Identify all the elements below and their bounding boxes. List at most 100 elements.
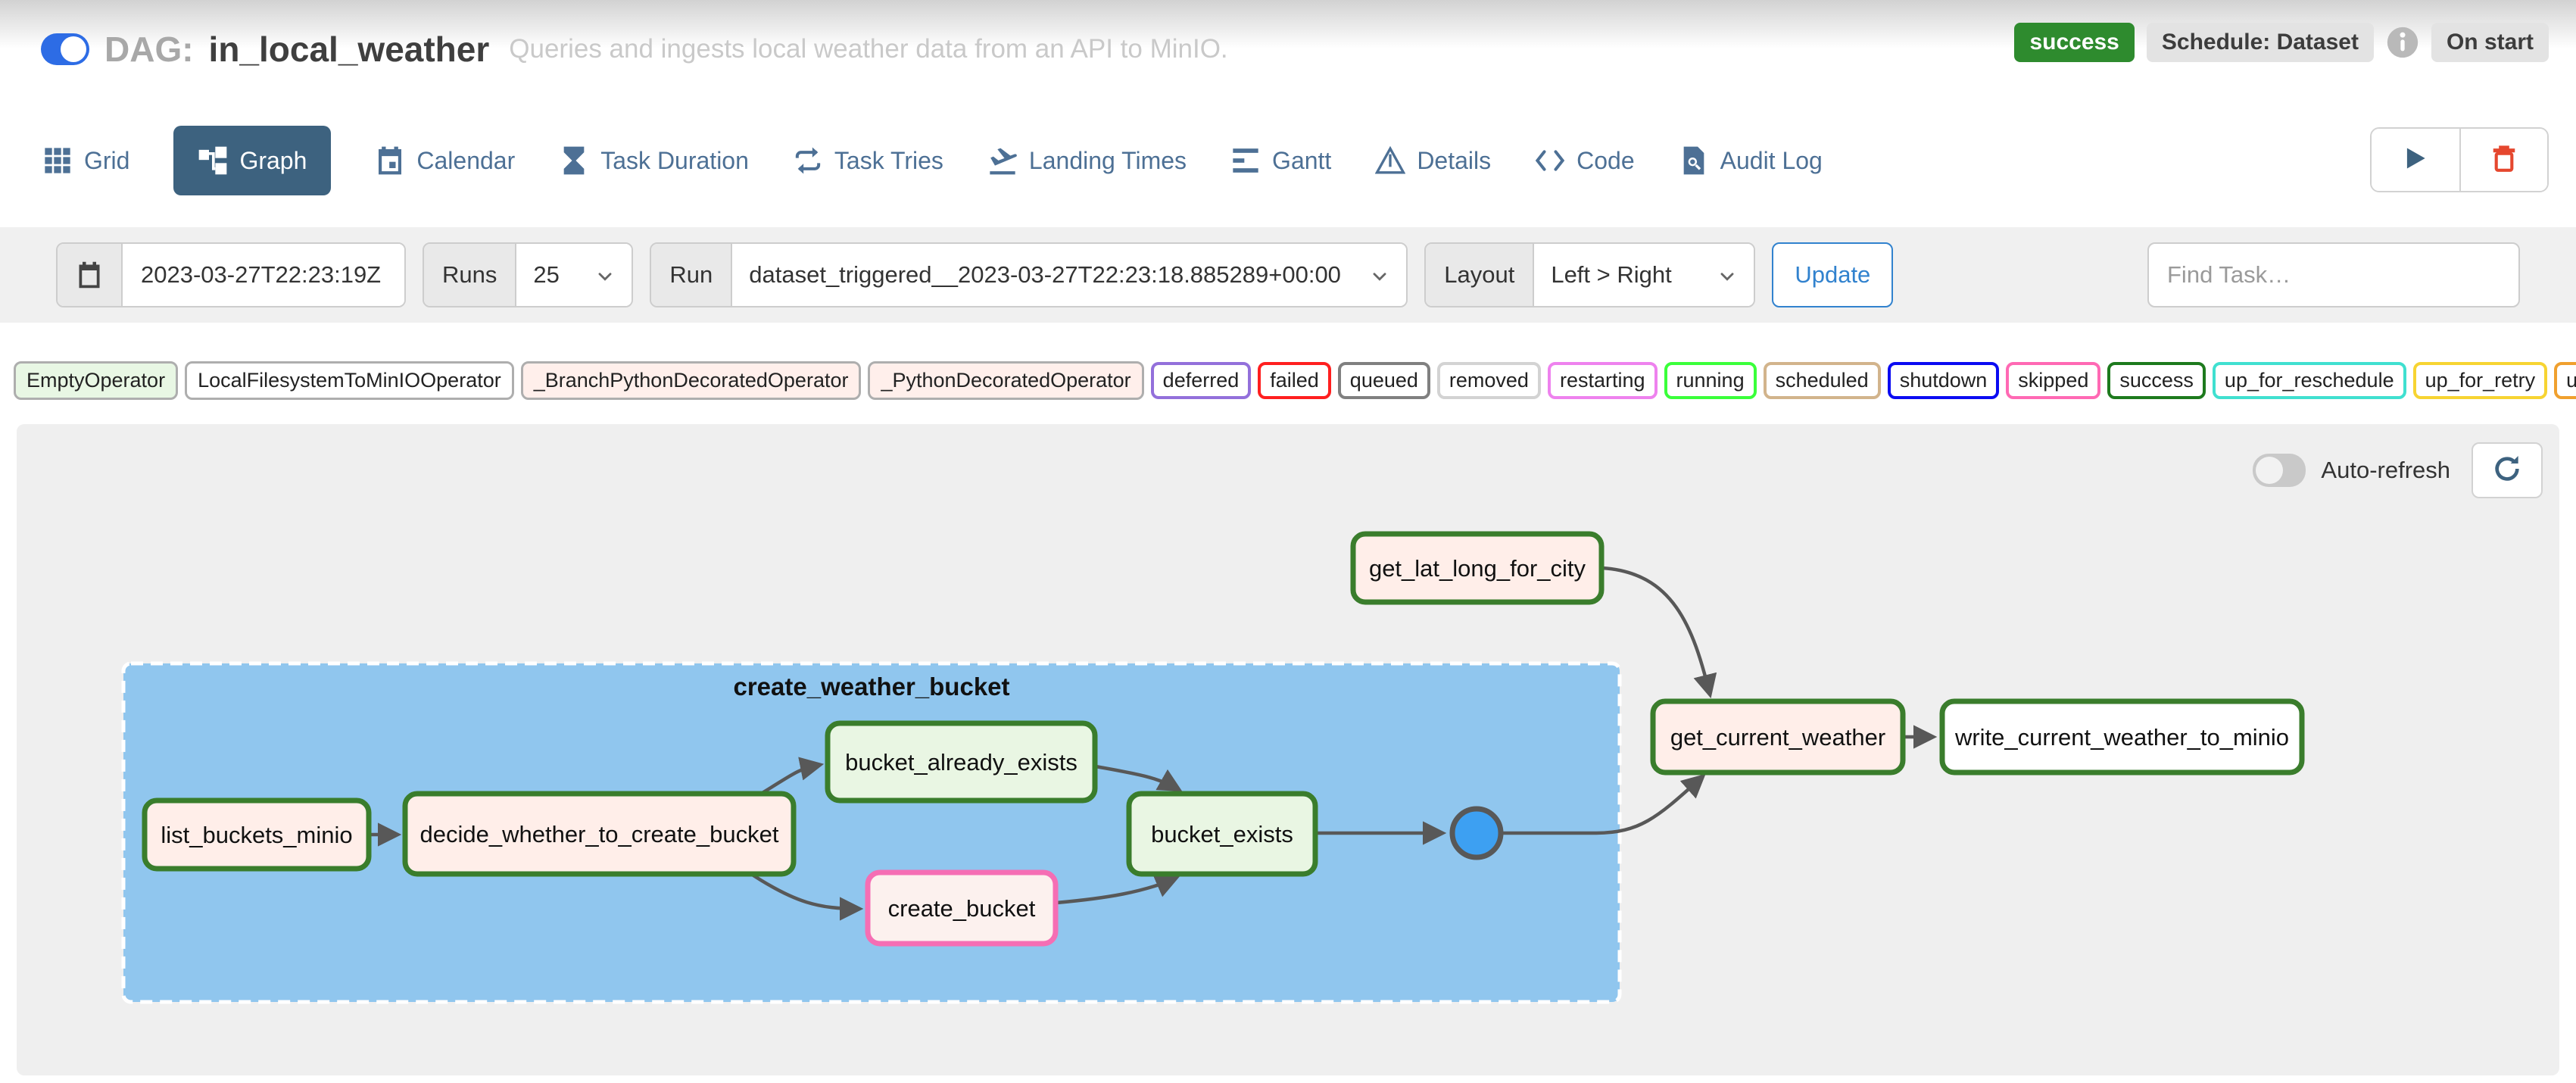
tab-calendar[interactable]: Calendar [375,145,515,176]
legend-status-upstream_failed[interactable]: upstream_failed [2554,361,2576,399]
dag-description: Queries and ingests local weather data f… [509,34,1228,64]
update-button[interactable]: Update [1772,242,1894,307]
runs-select[interactable]: 25 [516,244,632,306]
tab-task-duration[interactable]: Task Duration [559,145,749,176]
legend-status-restarting[interactable]: restarting [1547,361,1658,399]
tab-label: Code [1576,146,1635,174]
legend-status-scheduled[interactable]: scheduled [1763,361,1881,399]
info-icon[interactable] [2386,26,2419,59]
tab-code[interactable]: Code [1535,145,1635,176]
tab-details[interactable]: Details [1375,145,1491,176]
run-select[interactable]: dataset_triggered__2023-03-27T22:23:18.8… [732,244,1407,306]
tab-gantt[interactable]: Gantt [1230,145,1331,176]
auto-refresh-toggle[interactable] [2253,454,2306,487]
tab-label: Gantt [1272,146,1332,174]
task-node-get_current_weather[interactable] [1650,698,1906,776]
run-label: Run [651,244,733,306]
task-node-label-get_current_weather: get_current_weather [1670,724,1885,751]
tab-label: Task Tries [834,146,943,174]
dag-graph: create_weather_bucketget_lat_long_for_ci… [121,531,2305,1004]
dag-header: DAG: in_local_weather Queries and ingest… [41,29,1228,70]
on-start-badge[interactable]: On start [2431,23,2549,62]
task-node-bucket_exists[interactable] [1126,791,1318,877]
legend-status-queued[interactable]: queued [1337,361,1430,399]
calendar-icon[interactable] [58,244,123,306]
task-node-list_buckets_minio[interactable] [142,797,372,872]
toggle-knob [61,36,86,62]
trash-icon [2490,144,2518,176]
legend-status-deferred[interactable]: deferred [1150,361,1252,399]
edge-decide_whether_to_create_bucket-to-create_bucket [750,872,864,921]
legend-status-skipped[interactable]: skipped [2006,361,2101,399]
tab-label: Task Duration [600,146,749,174]
status-badge[interactable]: success [2014,23,2135,62]
tab-label: Details [1417,146,1492,174]
legend-status-running[interactable]: running [1664,361,1757,399]
task-node-label-get_lat_long_for_city: get_lat_long_for_city [1369,555,1586,582]
legend-status-up_for_reschedule[interactable]: up_for_reschedule [2212,361,2406,399]
tab-landing-times[interactable]: Landing Times [987,145,1187,176]
tab-label: Audit Log [1720,146,1823,174]
legend-operator-_PythonDecoratedOperator[interactable]: _PythonDecoratedOperator [868,360,1144,400]
task-node-decide_whether_to_create_bucket[interactable] [402,791,797,877]
task-node-bucket_already_exists[interactable] [825,720,1098,804]
filter-bar: Runs 25 Run dataset_triggered__2023-03-2… [0,227,2576,323]
legend-status-success[interactable]: success [2107,361,2206,399]
tab-label: Calendar [416,146,516,174]
dag-title: in_local_weather [208,30,490,69]
tab-bar: Grid Graph Calendar Task Duration Task Tries… [0,120,2576,201]
tab-task-tries[interactable]: Task Tries [793,145,943,176]
task-node-write_current_weather_to_minio[interactable] [1939,698,2305,776]
edge-bucket_already_exists-to-bucket_exists [1095,764,1183,792]
edge-join-to-get_current_weather [1502,773,1706,835]
layout-select[interactable]: Left > Right [1534,244,1754,306]
gantt-icon [1230,145,1261,176]
task-node-label-bucket_exists: bucket_exists [1151,821,1293,847]
task-node-label-bucket_already_exists: bucket_already_exists [845,749,1077,776]
date-picker-group [56,242,406,307]
calendar-icon [375,145,405,176]
legend-status-up_for_retry[interactable]: up_for_retry [2412,361,2548,399]
delete-dag-button[interactable] [2459,129,2547,191]
tab-grid[interactable]: Grid [42,145,129,176]
task-node-create_bucket[interactable] [865,869,1059,947]
trigger-dag-button[interactable] [2372,129,2459,191]
legend-status-removed[interactable]: removed [1436,361,1541,399]
schedule-badge[interactable]: Schedule: Dataset [2146,23,2374,62]
chevron-down-icon [1717,265,1737,285]
legend-operator-LocalFilesystemToMinIOOperator[interactable]: LocalFilesystemToMinIOOperator [185,360,514,400]
refresh-button[interactable] [2472,442,2543,498]
task-node-label-decide_whether_to_create_bucket: decide_whether_to_create_bucket [420,821,779,847]
details-icon [1375,145,1406,176]
audit-icon [1679,145,1709,176]
tab-audit-log[interactable]: Audit Log [1679,145,1823,176]
task-group-create_weather_bucket[interactable] [121,661,1622,1004]
edge-get_lat_long_for_city-to-get_current_weather [1601,566,1717,699]
repeat-icon [793,145,823,176]
task-node-label-write_current_weather_to_minio: write_current_weather_to_minio [1954,724,2289,751]
header-badges: success Schedule: Dataset On start [2014,23,2549,62]
base-date-input[interactable] [123,244,404,306]
legend-operator-_BranchPythonDecoratedOperator[interactable]: _BranchPythonDecoratedOperator [520,360,862,400]
task-node-label-create_bucket: create_bucket [888,895,1036,922]
tab-label: Grid [84,146,130,174]
play-icon [2401,144,2430,176]
toggle-knob [2256,457,2284,484]
find-task-input[interactable] [2147,242,2520,307]
legend-status-failed[interactable]: failed [1258,361,1331,399]
task-node-get_lat_long_for_city[interactable] [1350,531,1605,605]
dag-prefix: DAG: [104,30,194,69]
legend-operator-EmptyOperator[interactable]: EmptyOperator [14,360,179,400]
tab-graph[interactable]: Graph [173,126,332,195]
auto-refresh-label: Auto-refresh [2321,457,2450,483]
graph-icon [198,145,228,176]
hourglass-icon [559,145,589,176]
dag-pause-toggle[interactable] [41,33,89,65]
legend-status-shutdown[interactable]: shutdown [1887,361,2000,399]
tab-label: Graph [239,146,307,174]
runs-group: Runs 25 [423,242,634,307]
task-group-join-node[interactable] [1449,806,1504,860]
edge-decide_whether_to_create_bucket-to-bucket_already_exists [759,757,825,795]
